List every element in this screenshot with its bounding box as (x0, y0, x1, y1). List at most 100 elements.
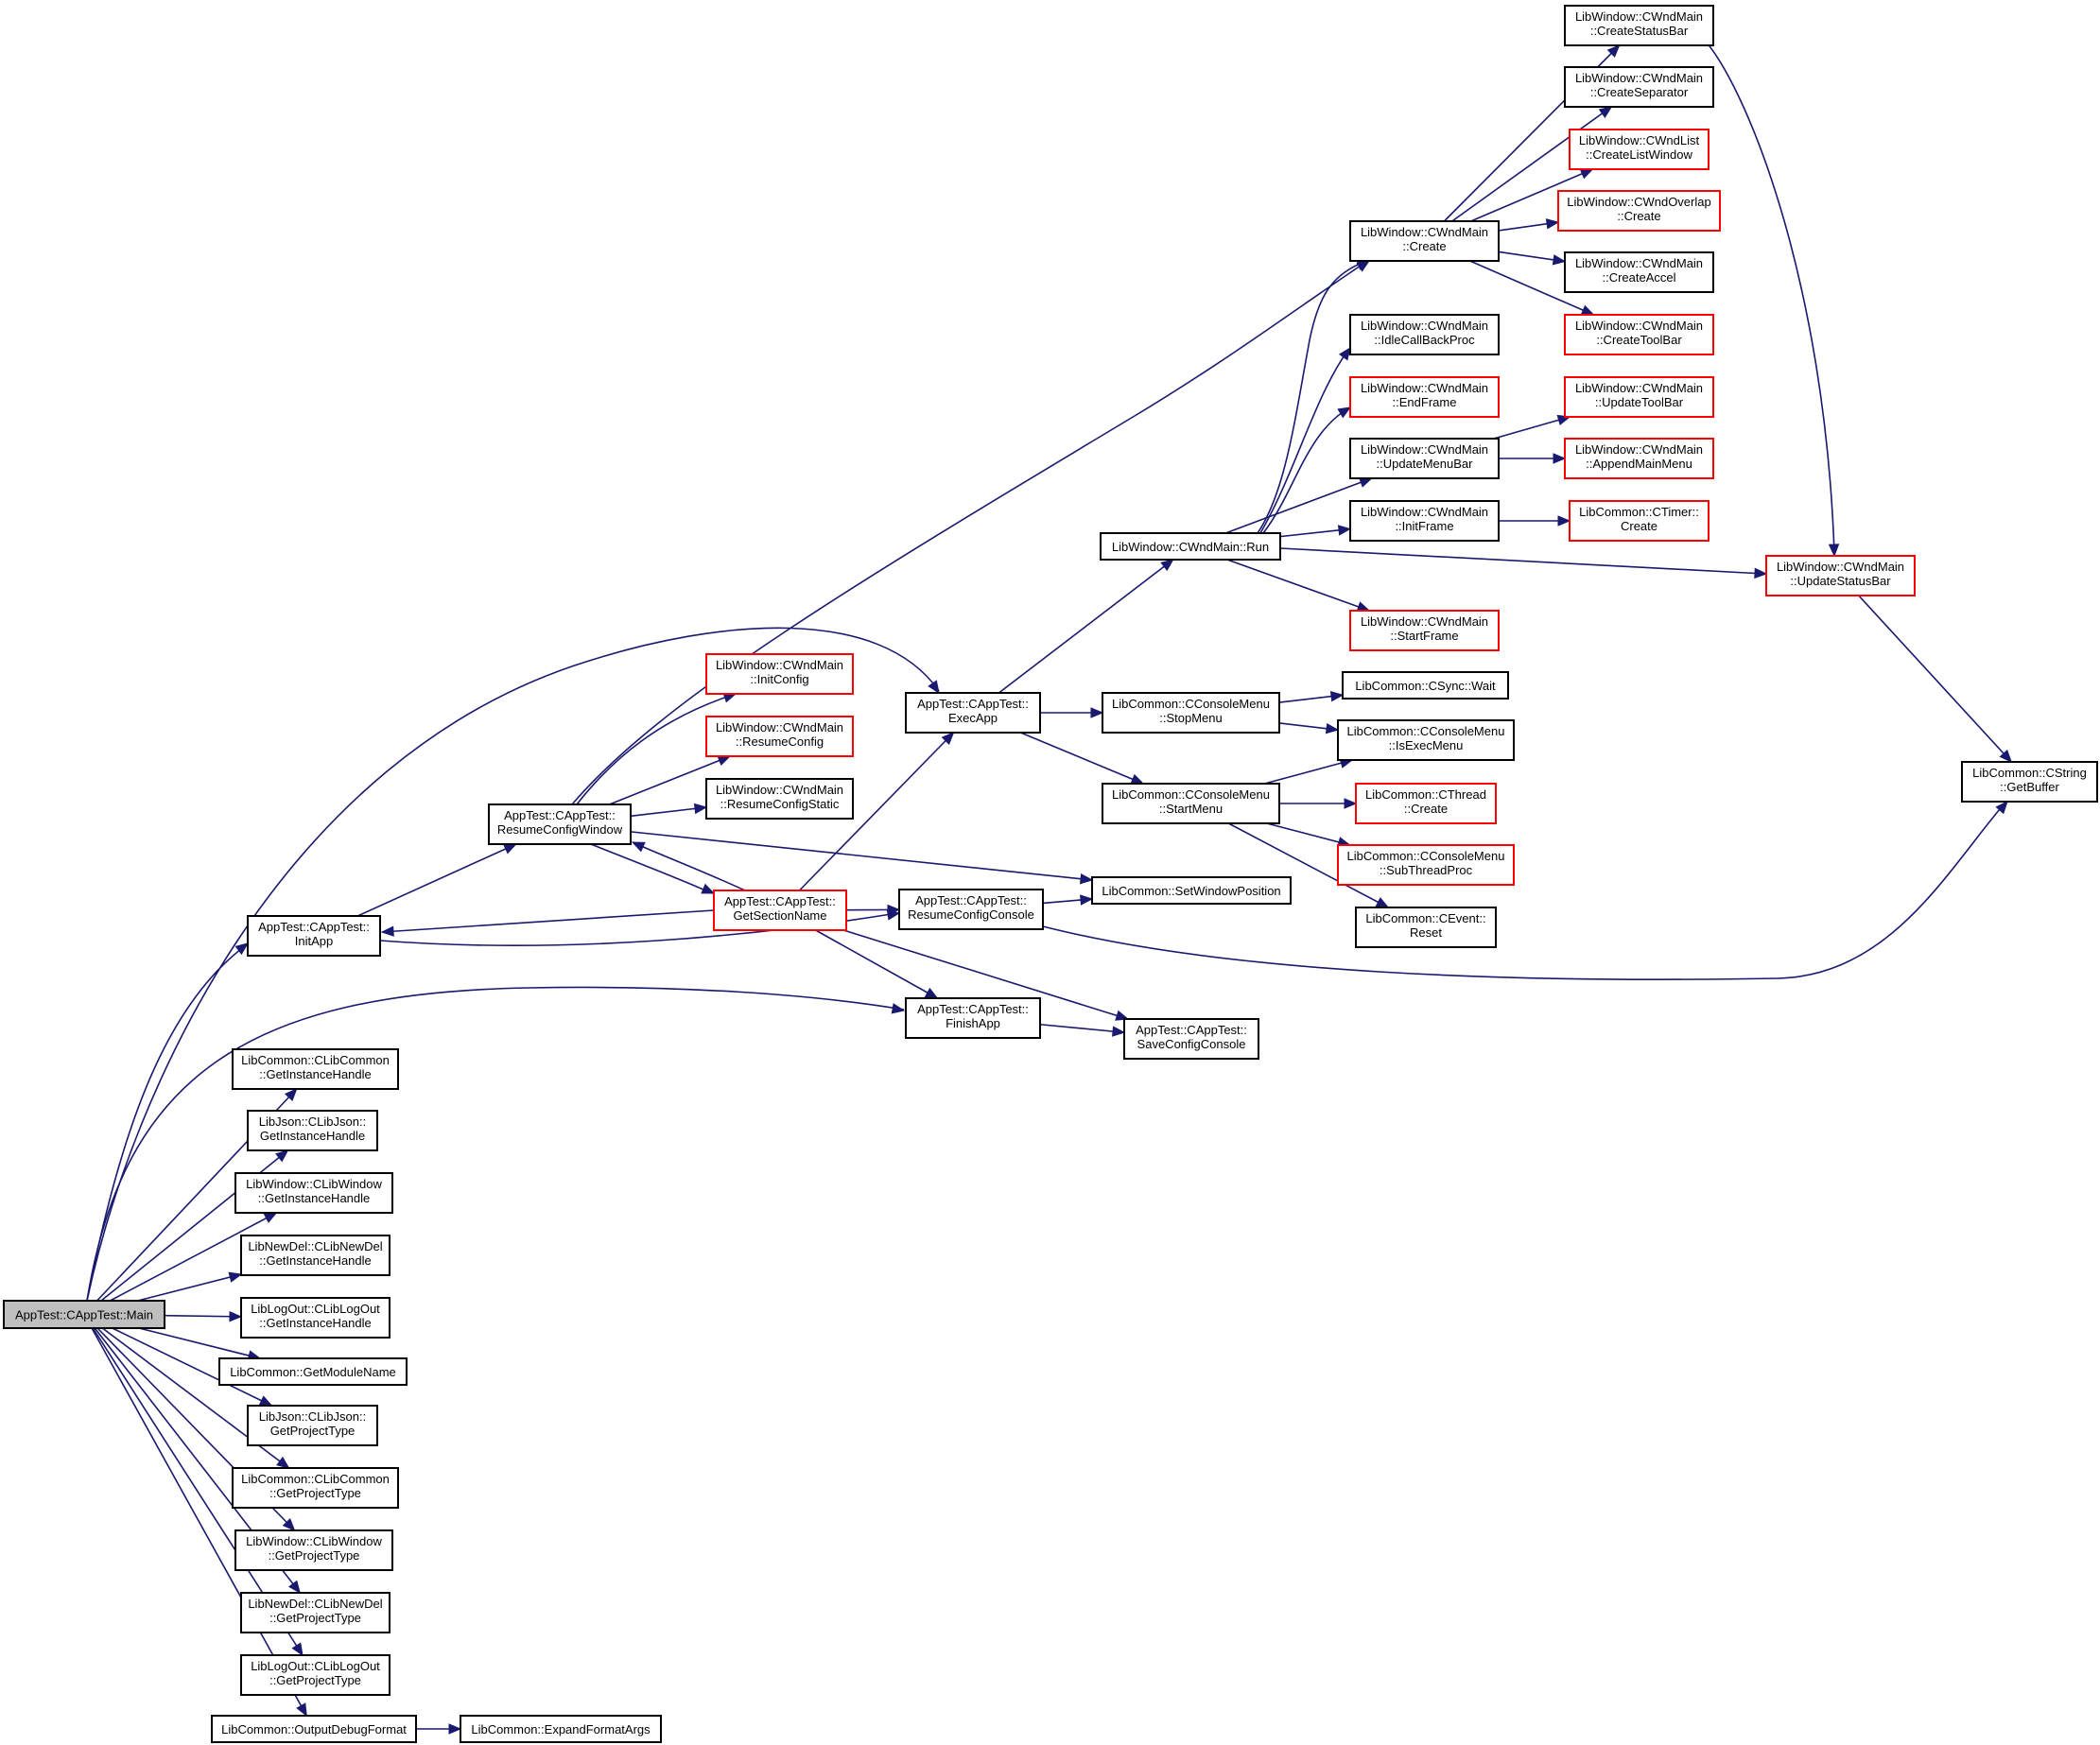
node-box[interactable] (1349, 376, 1500, 418)
node-box[interactable] (1337, 844, 1515, 886)
node-threadCreate[interactable]: LibCommon::CThread::Create (1355, 783, 1497, 824)
node-wait[interactable]: LibCommon::CSync::Wait (1342, 671, 1509, 700)
node-box[interactable] (232, 1048, 399, 1090)
node-libWindowGetInstanceHandle[interactable]: LibWindow::CLibWindow::GetInstanceHandle (234, 1172, 393, 1214)
node-box[interactable] (1100, 532, 1281, 561)
node-box[interactable] (1355, 907, 1497, 948)
node-initApp[interactable]: AppTest::CAppTest::InitApp (247, 915, 381, 957)
node-box[interactable] (232, 1467, 399, 1509)
node-initConfig[interactable]: LibWindow::CWndMain::InitConfig (705, 653, 854, 695)
node-box[interactable] (488, 803, 632, 845)
node-box[interactable] (240, 1654, 390, 1696)
node-box[interactable] (1349, 500, 1500, 542)
node-run[interactable]: LibWindow::CWndMain::Run (1100, 532, 1281, 561)
node-startFrame[interactable]: LibWindow::CWndMain::StartFrame (1349, 610, 1500, 651)
node-libCommonGetProjectType[interactable]: LibCommon::CLibCommon::GetProjectType (232, 1467, 399, 1509)
node-libJsonGetInstanceHandle[interactable]: LibJson::CLibJson::GetInstanceHandle (247, 1110, 378, 1151)
node-box[interactable] (240, 1235, 390, 1276)
node-box[interactable] (1349, 220, 1500, 262)
node-box[interactable] (713, 890, 847, 931)
node-updateStatusBar[interactable]: LibWindow::CWndMain::UpdateStatusBar (1765, 555, 1916, 596)
node-box[interactable] (211, 1715, 417, 1743)
node-resumeConfigStatic[interactable]: LibWindow::CWndMain::ResumeConfigStatic (705, 778, 854, 820)
node-getModuleName[interactable]: LibCommon::GetModuleName (218, 1357, 408, 1386)
node-box[interactable] (1564, 314, 1714, 355)
node-box[interactable] (1091, 876, 1292, 905)
node-box[interactable] (460, 1715, 662, 1743)
node-box[interactable] (247, 1110, 378, 1151)
node-box[interactable] (234, 1172, 393, 1214)
node-libJsonGetProjectType[interactable]: LibJson::CLibJson::GetProjectType (247, 1405, 378, 1446)
node-box[interactable] (1102, 692, 1280, 734)
node-box[interactable] (234, 1529, 393, 1571)
node-finishApp[interactable]: AppTest::CAppTest::FinishApp (905, 997, 1041, 1039)
node-box[interactable] (1349, 610, 1500, 651)
node-initFrame[interactable]: LibWindow::CWndMain::InitFrame (1349, 500, 1500, 542)
node-box[interactable] (1557, 190, 1721, 232)
node-box[interactable] (1349, 314, 1500, 355)
node-box[interactable] (705, 778, 854, 820)
node-box[interactable] (247, 915, 381, 957)
node-overlapCreate[interactable]: LibWindow::CWndOverlap::Create (1557, 190, 1721, 232)
node-eventReset[interactable]: LibCommon::CEvent::Reset (1355, 907, 1497, 948)
node-updateMenuBar[interactable]: LibWindow::CWndMain::UpdateMenuBar (1349, 438, 1500, 479)
node-createAccel[interactable]: LibWindow::CWndMain::CreateAccel (1564, 251, 1714, 293)
node-box[interactable] (1765, 555, 1916, 596)
node-libCommonGetInstanceHandle[interactable]: LibCommon::CLibCommon::GetInstanceHandle (232, 1048, 399, 1090)
node-box[interactable] (1564, 5, 1714, 46)
node-idleCallBackProc[interactable]: LibWindow::CWndMain::IdleCallBackProc (1349, 314, 1500, 355)
node-createToolBar[interactable]: LibWindow::CWndMain::CreateToolBar (1564, 314, 1714, 355)
node-box[interactable] (705, 653, 854, 695)
node-box[interactable] (240, 1297, 390, 1339)
node-outputDebugFormat[interactable]: LibCommon::OutputDebugFormat (211, 1715, 417, 1743)
node-wndCreate[interactable]: LibWindow::CWndMain::Create (1349, 220, 1500, 262)
node-setWindowPosition[interactable]: LibCommon::SetWindowPosition (1091, 876, 1292, 905)
node-box[interactable] (1337, 719, 1515, 761)
node-box[interactable] (905, 692, 1041, 734)
node-box[interactable] (240, 1592, 390, 1633)
node-box[interactable] (1564, 376, 1714, 418)
node-getBuffer[interactable]: LibCommon::CString::GetBuffer (1961, 761, 2098, 803)
node-box[interactable] (1569, 129, 1710, 170)
node-box[interactable] (1349, 438, 1500, 479)
node-endFrame[interactable]: LibWindow::CWndMain::EndFrame (1349, 376, 1500, 418)
node-box[interactable] (705, 716, 854, 757)
node-libLogOutGetProjectType[interactable]: LibLogOut::CLibLogOut::GetProjectType (240, 1654, 390, 1696)
node-isExecMenu[interactable]: LibCommon::CConsoleMenu::IsExecMenu (1337, 719, 1515, 761)
node-libLogOutGetInstanceHandle[interactable]: LibLogOut::CLibLogOut::GetInstanceHandle (240, 1297, 390, 1339)
node-createSeparator[interactable]: LibWindow::CWndMain::CreateSeparator (1564, 66, 1714, 108)
node-expandFormatArgs[interactable]: LibCommon::ExpandFormatArgs (460, 1715, 662, 1743)
node-startMenu[interactable]: LibCommon::CConsoleMenu::StartMenu (1102, 783, 1280, 824)
node-box[interactable] (1961, 761, 2098, 803)
node-box[interactable] (1569, 500, 1710, 542)
node-box[interactable] (1342, 671, 1509, 700)
node-execApp[interactable]: AppTest::CAppTest::ExecApp (905, 692, 1041, 734)
node-box[interactable] (1355, 783, 1497, 824)
node-resumeConfig[interactable]: LibWindow::CWndMain::ResumeConfig (705, 716, 854, 757)
node-libNewDelGetInstanceHandle[interactable]: LibNewDel::CLibNewDel::GetInstanceHandle (240, 1235, 390, 1276)
node-box[interactable] (905, 997, 1041, 1039)
node-createListWindow[interactable]: LibWindow::CWndList::CreateListWindow (1569, 129, 1710, 170)
node-subThreadProc[interactable]: LibCommon::CConsoleMenu::SubThreadProc (1337, 844, 1515, 886)
node-box[interactable] (1564, 251, 1714, 293)
node-box[interactable] (1102, 783, 1280, 824)
node-updateToolBar[interactable]: LibWindow::CWndMain::UpdateToolBar (1564, 376, 1714, 418)
node-saveConfigConsole[interactable]: AppTest::CAppTest::SaveConfigConsole (1123, 1018, 1259, 1060)
node-box[interactable] (1564, 66, 1714, 108)
node-main[interactable]: AppTest::CAppTest::Main (3, 1300, 165, 1329)
node-getSectionName[interactable]: AppTest::CAppTest::GetSectionName (713, 890, 847, 931)
node-createStatusBar[interactable]: LibWindow::CWndMain::CreateStatusBar (1564, 5, 1714, 46)
node-appendMainMenu[interactable]: LibWindow::CWndMain::AppendMainMenu (1564, 438, 1714, 479)
node-box[interactable] (1123, 1018, 1259, 1060)
node-timerCreate[interactable]: LibCommon::CTimer::Create (1569, 500, 1710, 542)
node-libWindowGetProjectType[interactable]: LibWindow::CLibWindow::GetProjectType (234, 1529, 393, 1571)
node-stopMenu[interactable]: LibCommon::CConsoleMenu::StopMenu (1102, 692, 1280, 734)
node-box[interactable] (3, 1300, 165, 1329)
node-box[interactable] (898, 889, 1044, 930)
node-box[interactable] (247, 1405, 378, 1446)
node-resumeConfigConsole[interactable]: AppTest::CAppTest::ResumeConfigConsole (898, 889, 1044, 930)
node-box[interactable] (218, 1357, 408, 1386)
node-box[interactable] (1564, 438, 1714, 479)
node-libNewDelGetProjectType[interactable]: LibNewDel::CLibNewDel::GetProjectType (240, 1592, 390, 1633)
node-resumeConfigWindow[interactable]: AppTest::CAppTest::ResumeConfigWindow (488, 803, 632, 845)
